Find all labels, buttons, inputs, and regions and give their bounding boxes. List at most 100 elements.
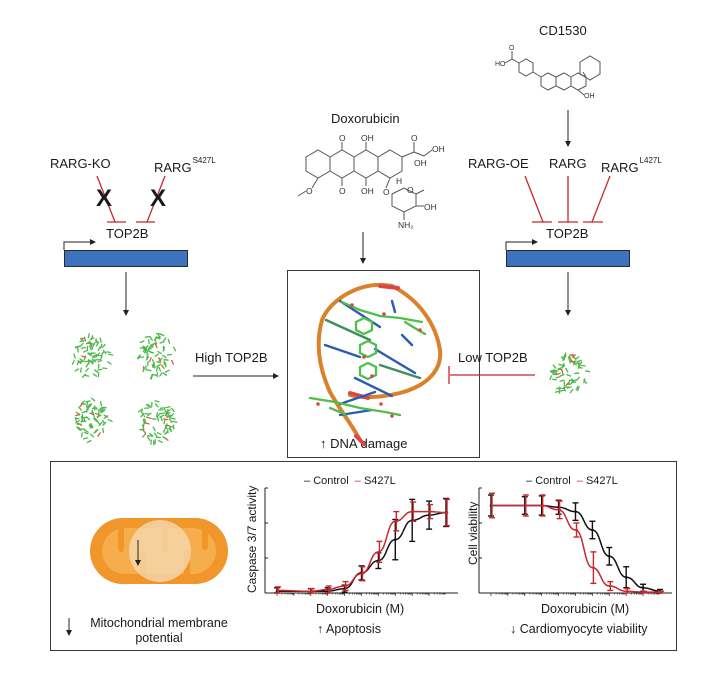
error-bar — [342, 580, 349, 592]
legend-label-s427l: S427L — [363, 475, 396, 487]
error-bar — [275, 586, 281, 594]
data-point — [591, 528, 594, 532]
atom-label: OH — [432, 144, 445, 154]
error-bar — [324, 587, 331, 594]
up-arrow-icon: ↑ — [320, 436, 327, 451]
promoter-arrow-icon — [63, 239, 96, 250]
label-rarg-l427l: RARGL427L — [601, 157, 662, 175]
atom-label: O — [339, 186, 346, 196]
data-point — [624, 575, 628, 579]
top2b-protein-clusters — [71, 332, 591, 446]
chart2-legend: – Control – S427L — [526, 476, 618, 487]
series-control — [274, 497, 449, 594]
gene-bar-left — [64, 250, 188, 267]
label-rarg-ko: RARG-KO — [50, 156, 111, 171]
error-bar — [427, 503, 434, 520]
inhibit-line-rarg-oe — [524, 175, 544, 223]
gene-bar-right — [506, 250, 630, 267]
dna-damage-text: DNA damage — [330, 436, 408, 451]
atom-label: O — [306, 186, 313, 196]
atom-label: O — [509, 45, 515, 52]
chart1-legend: – Control – S427L — [304, 476, 396, 487]
left-inhibition-arrows: X X — [96, 175, 166, 223]
error-bar — [606, 546, 613, 566]
error-bar — [522, 494, 529, 517]
top2b-protein-icon — [74, 397, 113, 444]
atom-label: O — [411, 133, 418, 143]
dna-doxorubicin-complex-icon — [308, 282, 443, 446]
data-point — [395, 519, 398, 523]
error-bar — [641, 590, 648, 594]
legend-swatch-s427l: – — [576, 475, 583, 487]
error-bar — [308, 587, 315, 594]
apoptosis-text: Apoptosis — [326, 622, 381, 636]
chart-caspase-activity — [264, 487, 458, 596]
right-inhibition-arrows — [524, 175, 611, 223]
data-point — [641, 586, 645, 590]
drug-name-doxorubicin: Doxorubicin — [331, 111, 400, 126]
fit-curve-s427l — [490, 504, 660, 593]
legend-swatch-control: – — [304, 475, 311, 487]
error-bar — [325, 585, 332, 594]
error-bar — [444, 498, 450, 527]
data-point — [310, 589, 314, 593]
error-bar — [376, 540, 383, 564]
promoter-arrow-icon — [505, 239, 538, 250]
label-rarg-oe: RARG-OE — [468, 156, 529, 171]
error-bar — [573, 522, 580, 538]
mitochondrion-icon — [90, 518, 228, 584]
arrow-label-low-top2b: Low TOP2B — [458, 350, 528, 365]
error-bar — [426, 500, 433, 530]
atom-label: NH₂ — [398, 220, 414, 230]
data-point — [428, 510, 432, 513]
series-control — [488, 494, 663, 594]
top2b-protein-icon — [549, 352, 591, 394]
data-point — [592, 566, 595, 569]
data-point — [558, 508, 561, 512]
label-rarg-s427l: RARGS427L — [154, 156, 216, 175]
error-bar — [556, 500, 563, 520]
series-s427l — [275, 498, 450, 594]
error-bar — [572, 502, 579, 522]
inhibit-line-rarg-s427l — [146, 175, 166, 223]
error-bar — [590, 551, 597, 585]
error-bar — [410, 501, 417, 522]
top2b-protein-icon — [71, 333, 114, 378]
fit-curve-s427l — [276, 510, 447, 593]
error-bar — [489, 492, 495, 519]
inhibit-line-rarg-l427l — [591, 175, 611, 223]
legend-label-control: Control — [535, 475, 571, 487]
atom-label: O — [339, 133, 346, 143]
gene-label-right: TOP2B — [546, 226, 589, 241]
blocked-x-icon: X — [150, 185, 166, 212]
atom-label: O — [383, 187, 390, 197]
label-rarg-s427l-superscript: S427L — [192, 156, 216, 165]
data-point — [344, 584, 347, 588]
mito-caption-line2: potential — [135, 631, 183, 645]
top2b-protein-icon — [137, 400, 178, 446]
data-point — [575, 528, 578, 532]
cd1530-structure-icon — [504, 51, 601, 96]
atom-label: OH — [414, 158, 427, 168]
atom-label: OH — [361, 133, 374, 143]
doxorubicin-structure-icon — [297, 142, 433, 220]
error-bar — [607, 580, 614, 592]
doxorubicin-atom-labels: O OH O OH O OH OH O H O OH NH₂ O — [306, 133, 445, 230]
inhibit-line-rarg-ko — [96, 175, 116, 223]
gene-label-left: TOP2B — [106, 226, 149, 241]
top2b-protein-icon — [137, 332, 177, 380]
data-point — [361, 572, 364, 576]
chart1-xlabel: Doxorubicin (M) — [316, 602, 405, 616]
viability-caption: ↓ Cardiomyocyte viability — [510, 623, 648, 636]
chart2-xlabel: Doxorubicin (M) — [541, 602, 630, 616]
arrow-label-high-top2b: High TOP2B — [195, 350, 268, 365]
data-point — [524, 504, 528, 507]
atom-label: OH — [424, 202, 437, 212]
data-point — [445, 511, 449, 514]
data-point — [659, 590, 663, 594]
data-point — [642, 590, 646, 594]
chart-cell-viability — [478, 487, 672, 596]
legend-swatch-s427l: – — [354, 475, 361, 487]
error-bar — [539, 494, 546, 517]
